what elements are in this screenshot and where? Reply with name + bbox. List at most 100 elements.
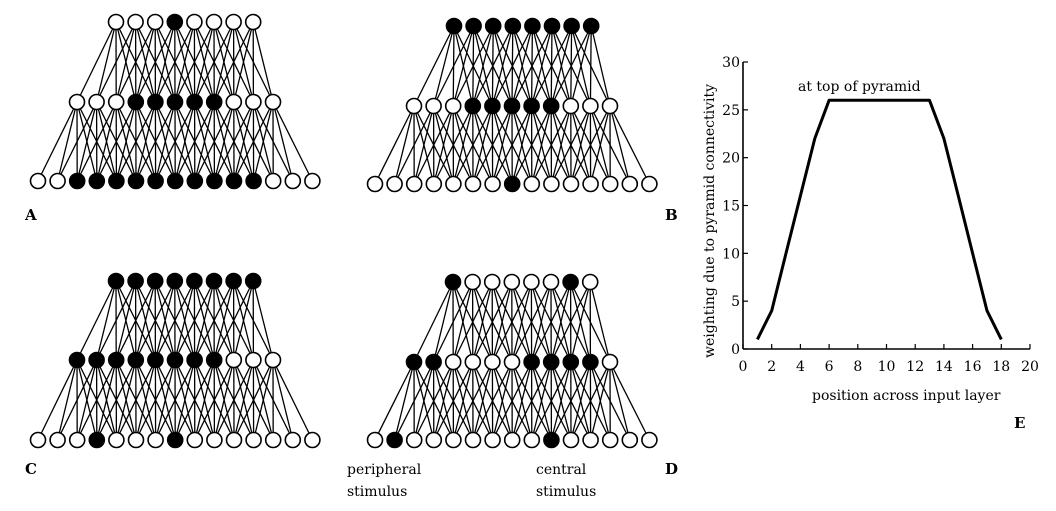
- inactive-unit: [621, 175, 639, 193]
- connection-line: [174, 359, 196, 441]
- connection-line: [37, 359, 78, 441]
- active-unit: [166, 431, 184, 449]
- connection-line: [96, 359, 137, 441]
- connection-line: [472, 105, 494, 185]
- connection-line: [609, 361, 631, 441]
- connection-line: [570, 361, 611, 441]
- x-tick-label: 18: [992, 359, 1010, 375]
- inactive-unit: [483, 273, 501, 291]
- connection-line: [115, 280, 156, 361]
- inactive-unit: [108, 431, 125, 449]
- connection-line: [95, 21, 117, 103]
- inactive-unit: [264, 172, 282, 190]
- inactive-unit: [425, 431, 443, 449]
- connection-line: [155, 359, 196, 441]
- connection-line: [213, 359, 254, 441]
- connection-line: [174, 21, 196, 103]
- connection-line: [154, 21, 176, 103]
- active-unit: [186, 172, 204, 190]
- connection-line: [96, 21, 137, 103]
- active-unit: [503, 97, 521, 115]
- connection-line: [194, 359, 235, 441]
- active-unit: [166, 351, 184, 369]
- connection-line: [174, 101, 196, 182]
- inactive-unit: [49, 172, 66, 190]
- connection-line: [194, 280, 235, 361]
- inactive-unit: [225, 431, 243, 449]
- active-unit: [68, 172, 86, 190]
- panel-c-connections: [37, 280, 313, 441]
- panel-d: D peripheral stimulus central stimulus: [347, 273, 678, 500]
- connection-line: [213, 359, 235, 441]
- inactive-unit: [107, 13, 125, 31]
- connection-line: [56, 101, 78, 182]
- connection-line: [115, 101, 156, 182]
- connection-line: [550, 25, 592, 107]
- connection-line: [570, 105, 611, 185]
- connection-line: [531, 25, 573, 107]
- inactive-unit: [445, 431, 462, 449]
- x-tick-label: 20: [1021, 359, 1039, 375]
- connection-line: [531, 361, 552, 441]
- inactive-unit: [425, 97, 442, 115]
- connection-line: [393, 105, 415, 185]
- connection-line: [374, 105, 415, 185]
- chart-annotation: at top of pyramid: [798, 79, 921, 95]
- x-tick-label: 2: [767, 359, 776, 375]
- connection-line: [272, 359, 313, 441]
- connection-line: [96, 101, 137, 182]
- connection-line: [272, 101, 294, 182]
- inactive-unit: [68, 431, 86, 449]
- connection-line: [194, 359, 215, 441]
- active-unit: [107, 351, 125, 369]
- connection-line: [590, 25, 611, 107]
- inactive-unit: [206, 431, 223, 449]
- connection-line: [452, 281, 493, 363]
- connection-line: [115, 21, 156, 103]
- panel-b-letter: B: [665, 206, 678, 224]
- inactive-unit: [244, 13, 262, 31]
- inactive-unit: [503, 353, 521, 371]
- active-unit: [166, 93, 184, 111]
- x-tick-label: 14: [935, 359, 953, 375]
- connection-line: [550, 105, 572, 185]
- panel-c-letter: C: [25, 460, 37, 478]
- active-unit: [523, 97, 540, 115]
- connection-line: [491, 281, 532, 363]
- active-unit: [542, 97, 560, 115]
- connection-line: [154, 359, 176, 441]
- series-line: [756, 98, 1003, 341]
- connection-line: [589, 281, 611, 363]
- y-tick-label: 25: [722, 103, 740, 119]
- active-unit: [563, 17, 580, 35]
- inactive-unit: [186, 431, 204, 449]
- connection-line: [213, 21, 254, 103]
- active-unit: [205, 272, 223, 290]
- connection-line: [511, 281, 533, 363]
- inactive-unit: [484, 431, 501, 449]
- y-tick-label: 10: [722, 246, 740, 262]
- inactive-unit: [503, 273, 521, 291]
- active-unit: [127, 172, 145, 190]
- active-unit: [444, 273, 462, 291]
- inactive-unit: [445, 175, 462, 193]
- x-tick-label: 0: [739, 359, 748, 375]
- inactive-unit: [641, 431, 658, 449]
- connection-line: [570, 361, 592, 441]
- connection-line: [96, 280, 137, 361]
- inactive-unit: [523, 175, 541, 193]
- connection-line: [393, 361, 415, 441]
- inactive-unit: [29, 172, 47, 190]
- connection-line: [76, 21, 117, 103]
- connection-line: [452, 105, 493, 185]
- y-tick-label: 5: [731, 294, 740, 310]
- active-unit: [582, 353, 599, 371]
- inactive-unit: [264, 351, 282, 369]
- panel-c: C: [25, 272, 321, 478]
- chart-marks: [756, 98, 1003, 341]
- connection-line: [272, 101, 313, 182]
- connection-line: [452, 361, 474, 441]
- connection-line: [472, 281, 493, 363]
- connection-line: [570, 25, 592, 107]
